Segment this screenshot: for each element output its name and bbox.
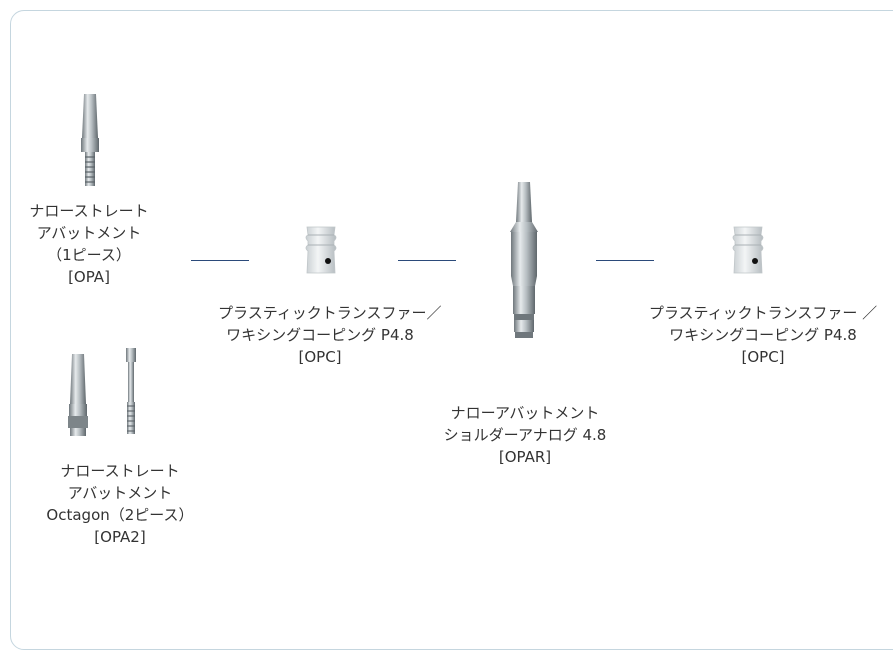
opc-right-name-line2: ワキシングコーピング P4.8 bbox=[669, 326, 857, 344]
connector-line-3 bbox=[596, 260, 654, 261]
opa-name-line1: ナローストレート bbox=[29, 202, 149, 220]
opa2-label: ナローストレート アバットメント Octagon（2ピース） [OPA2] bbox=[20, 460, 220, 548]
opc-label-left: プラスティックトランスファー／ ワキシングコーピング P4.8 [OPC] bbox=[218, 302, 442, 368]
opa2-name-line2: アバットメント bbox=[67, 484, 173, 502]
opa2-screw-image bbox=[126, 348, 136, 434]
opa-code: [OPA] bbox=[68, 268, 110, 286]
opar-name-line1: ナローアバットメント bbox=[450, 404, 600, 422]
opa-name-line3: （1ピース） bbox=[47, 246, 131, 264]
opa-label: ナローストレート アバットメント （1ピース） [OPA] bbox=[24, 200, 154, 288]
connector-line-2 bbox=[398, 260, 456, 261]
opar-analog-image bbox=[510, 182, 538, 338]
opar-code: [OPAR] bbox=[498, 448, 552, 466]
opc-right-code: [OPC] bbox=[741, 348, 785, 366]
opc-coping-image-left bbox=[305, 226, 337, 274]
opa-name-line2: アバットメント bbox=[36, 224, 142, 242]
opa2-name-line1: ナローストレート bbox=[60, 462, 180, 480]
opa2-abutment-image bbox=[68, 354, 88, 436]
opc-right-name-line1: プラスティックトランスファー ／ bbox=[648, 304, 878, 322]
opc-left-name-line2: ワキシングコーピング P4.8 bbox=[226, 326, 414, 344]
opc-left-code: [OPC] bbox=[298, 348, 342, 366]
opar-name-line2: ショルダーアナログ 4.8 bbox=[443, 426, 607, 444]
opc-label-right: プラスティックトランスファー ／ ワキシングコーピング P4.8 [OPC] bbox=[648, 302, 878, 368]
opa2-name-line3: Octagon（2ピース） bbox=[46, 506, 194, 524]
connector-line-1 bbox=[191, 260, 249, 261]
opc-coping-image-right bbox=[732, 226, 764, 274]
opa2-code: [OPA2] bbox=[94, 528, 146, 546]
opar-label: ナローアバットメント ショルダーアナログ 4.8 [OPAR] bbox=[425, 402, 625, 468]
opa-abutment-image bbox=[81, 94, 99, 186]
opc-left-name-line1: プラスティックトランスファー／ bbox=[218, 304, 442, 322]
